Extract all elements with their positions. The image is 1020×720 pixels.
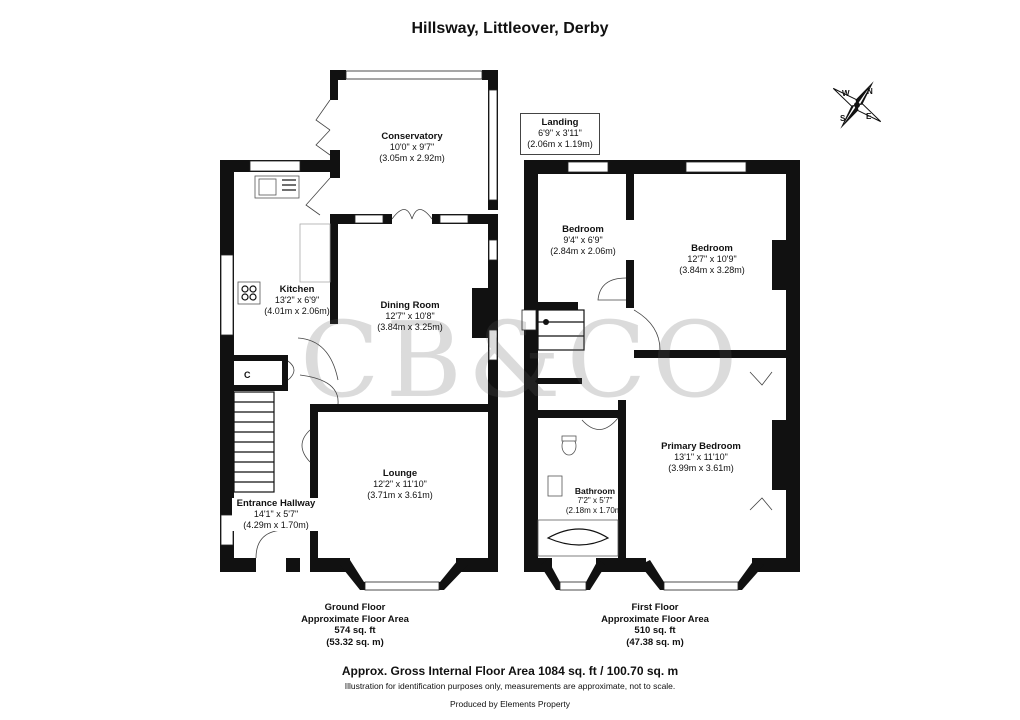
room-label-cupboard: C bbox=[244, 370, 251, 380]
room-metric: (3.99m x 3.61m) bbox=[668, 463, 734, 473]
room-name: Entrance Hallway bbox=[236, 498, 316, 509]
floor-caption: Approximate Floor Area bbox=[601, 613, 709, 625]
room-name: Bedroom bbox=[691, 243, 733, 254]
floor-name: First Floor bbox=[631, 602, 679, 613]
room-name: Landing bbox=[541, 117, 579, 128]
room-metric: (2.18m x 1.70m) bbox=[565, 506, 625, 515]
first-floor-caption: First Floor Approximate Floor Area 510 s… bbox=[590, 602, 720, 648]
plan-title: Hillsway, Littleover, Derby bbox=[411, 20, 609, 37]
room-label-entrance-hallway: Entrance Hallway 14'1" x 5'7" (4.29m x 1… bbox=[232, 498, 320, 531]
compass-e: E bbox=[866, 112, 872, 121]
room-name: Primary Bedroom bbox=[661, 441, 741, 452]
room-label-dining-room: Dining Room 12'7" x 10'8" (3.84m x 3.25m… bbox=[360, 300, 460, 333]
room-metric: (3.05m x 2.92m) bbox=[379, 153, 445, 163]
first-floor-fixtures bbox=[537, 309, 619, 557]
first-floor-walls bbox=[521, 160, 800, 591]
room-label-bedroom-small: Bedroom 9'4" x 6'9" (2.84m x 2.06m) bbox=[535, 224, 631, 257]
room-imperial: 13'2" x 6'9" bbox=[274, 295, 320, 305]
compass-s: S bbox=[840, 114, 846, 123]
room-name: Dining Room bbox=[380, 300, 440, 311]
room-name: Conservatory bbox=[381, 131, 443, 142]
room-label-landing: Landing 6'9" x 3'11" (2.06m x 1.19m) bbox=[520, 117, 600, 150]
room-metric: (4.29m x 1.70m) bbox=[243, 520, 309, 530]
landing-label-box bbox=[520, 113, 600, 155]
floor-sqm: (47.38 sq. m) bbox=[626, 636, 684, 648]
room-metric: (3.84m x 3.25m) bbox=[377, 322, 443, 332]
room-label-conservatory: Conservatory 10'0" x 9'7" (3.05m x 2.92m… bbox=[362, 131, 462, 164]
room-metric: (2.06m x 1.19m) bbox=[527, 139, 593, 149]
room-label-bathroom: Bathroom 7'2" x 5'7" (2.18m x 1.70m) bbox=[560, 486, 630, 516]
disclaimer: Illustration for identification purposes… bbox=[344, 681, 676, 691]
ground-floor-caption: Ground Floor Approximate Floor Area 574 … bbox=[290, 602, 420, 648]
ground-floor-walls bbox=[220, 70, 498, 591]
room-imperial: 7'2" x 5'7" bbox=[577, 496, 613, 505]
produced-by: Produced by Elements Property bbox=[449, 699, 570, 709]
room-imperial: 12'2" x 11'10" bbox=[373, 479, 427, 489]
room-imperial: 9'4" x 6'9" bbox=[563, 235, 603, 245]
compass-w: W bbox=[842, 89, 850, 98]
room-imperial: 6'9" x 3'11" bbox=[538, 128, 582, 138]
floor-sqm: (53.32 sq. m) bbox=[326, 636, 384, 648]
floor-name: Ground Floor bbox=[324, 602, 386, 613]
room-imperial: 12'7" x 10'9" bbox=[687, 254, 737, 264]
room-imperial: 13'1" x 11'10" bbox=[674, 452, 728, 462]
room-label-lounge: Lounge 12'2" x 11'10" (3.71m x 3.61m) bbox=[350, 468, 450, 501]
room-imperial: 14'1" x 5'7" bbox=[253, 509, 299, 519]
room-metric: (4.01m x 2.06m) bbox=[264, 306, 330, 316]
room-metric: (3.84m x 3.28m) bbox=[679, 265, 745, 275]
agent-watermark: CB&CO bbox=[300, 299, 744, 421]
room-metric: (2.84m x 2.06m) bbox=[550, 246, 616, 256]
ground-floor-fixtures bbox=[237, 175, 331, 305]
room-label-primary-bedroom: Primary Bedroom 13'1" x 11'10" (3.99m x … bbox=[646, 441, 756, 474]
room-label-kitchen: Kitchen 13'2" x 6'9" (4.01m x 2.06m) bbox=[252, 284, 342, 317]
room-imperial: 12'7" x 10'8" bbox=[385, 311, 435, 321]
room-name: Bedroom bbox=[562, 224, 604, 235]
gross-internal-area: Approx. Gross Internal Floor Area 1084 s… bbox=[341, 664, 679, 678]
room-name: Lounge bbox=[382, 468, 418, 479]
compass-icon bbox=[832, 81, 882, 129]
floor-sqft: 574 sq. ft bbox=[334, 625, 376, 636]
compass-n: N bbox=[867, 87, 873, 96]
floor-caption: Approximate Floor Area bbox=[301, 613, 409, 625]
room-imperial: 10'0" x 9'7" bbox=[389, 142, 435, 152]
room-name: Kitchen bbox=[279, 284, 315, 295]
room-metric: (3.71m x 3.61m) bbox=[367, 490, 433, 500]
room-label-bedroom-large: Bedroom 12'7" x 10'9" (3.84m x 3.28m) bbox=[662, 243, 762, 276]
compass-rose: N S E W bbox=[826, 74, 888, 136]
room-name: Bathroom bbox=[574, 486, 616, 496]
floor-sqft: 510 sq. ft bbox=[634, 625, 676, 636]
